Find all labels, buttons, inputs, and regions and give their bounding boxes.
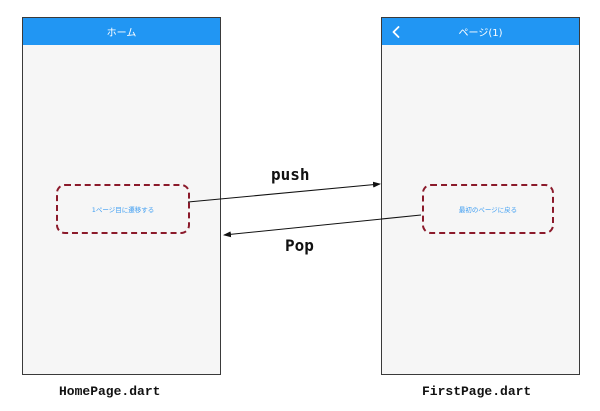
first-file-name: FirstPage.dart: [422, 384, 532, 399]
chevron-left-icon[interactable]: [389, 18, 403, 45]
first-page-screen: ページ(1) 最初のページに戻る: [381, 17, 580, 375]
home-button-highlight: 1ページ目に遷移する: [56, 184, 190, 234]
push-label: push: [271, 165, 310, 184]
home-app-bar: ホーム: [23, 18, 220, 45]
first-button-highlight: 最初のページに戻る: [422, 184, 554, 234]
home-app-bar-title: ホーム: [106, 28, 137, 39]
back-to-first-page-button[interactable]: 最初のページに戻る: [458, 206, 518, 214]
home-page-screen: ホーム 1ページ目に遷移する: [22, 17, 221, 375]
go-to-first-page-button[interactable]: 1ページ目に遷移する: [91, 206, 155, 214]
home-file-name: HomePage.dart: [59, 384, 161, 399]
push-arrow: [187, 181, 381, 203]
pop-arrow: [223, 214, 422, 238]
first-app-bar: ページ(1): [382, 18, 579, 45]
first-app-bar-title: ページ(1): [458, 28, 503, 39]
pop-label: Pop: [285, 236, 314, 255]
